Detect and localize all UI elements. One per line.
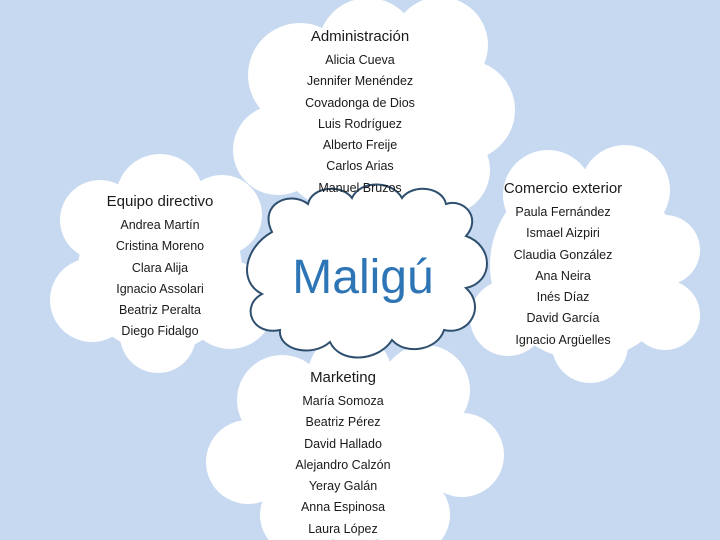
member-name: Jennifer Menéndez [306, 74, 414, 89]
member-name: Ignacio Argüelles [515, 332, 611, 347]
center-title: Maligú [292, 251, 434, 304]
member-name: Ismael Aizpiri [526, 226, 600, 241]
member-name: Alberto Freije [322, 138, 398, 153]
member-name: Luis Rodríguez [317, 116, 403, 131]
member-name: Alicia Cueva [325, 53, 395, 67]
group-marketing: Marketing María Somoza Beatriz Pérez Dav… [263, 367, 423, 540]
member-name: Ana Neira [535, 268, 591, 283]
group-title: Marketing [310, 369, 376, 386]
cloud-equipo-directivo [50, 154, 274, 373]
cloud-comercio-exterior [470, 145, 700, 383]
member-name: Inés Díaz [536, 290, 590, 305]
member-name: María Somoza [302, 394, 384, 408]
member-name: Andrea Martín [120, 218, 200, 232]
member-name: Anna Espinosa [300, 500, 386, 515]
member-name: Beatriz Pérez [305, 415, 381, 430]
member-name: David Hallado [304, 436, 382, 451]
member-name: Alejandro Calzón [295, 457, 391, 472]
member-name: Carlos Arias [326, 159, 394, 174]
cloud-shapes [50, 0, 700, 540]
group-title: Administración [310, 28, 410, 45]
group-administracion: Administración Alicia Cueva Jennifer Men… [270, 26, 450, 199]
member-name: Beatriz Peralta [119, 303, 201, 318]
group-title: Equipo directivo [106, 193, 214, 210]
member-name: Covadonga de Dios [305, 95, 415, 110]
member-name: Clara Alija [131, 260, 189, 275]
member-name: Yeray Galán [308, 479, 378, 494]
member-name: David García [526, 311, 600, 326]
member-name: Paula Fernández [515, 205, 611, 219]
member-name: Laura López [308, 521, 378, 536]
group-comercio-exterior: Comercio exterior Paula Fernández Ismael… [483, 178, 643, 351]
member-name: Ignacio Assolari [116, 281, 204, 296]
group-equipo-directivo: Equipo directivo Andrea Martín Cristina … [80, 191, 240, 343]
group-title: Comercio exterior [503, 180, 623, 197]
member-name: Manuel Bruzos [318, 180, 402, 195]
member-name: Cristina Moreno [115, 239, 205, 254]
member-name: Claudia González [513, 247, 613, 262]
member-name: Diego Fidalgo [121, 324, 199, 339]
cloud-center [246, 183, 488, 359]
